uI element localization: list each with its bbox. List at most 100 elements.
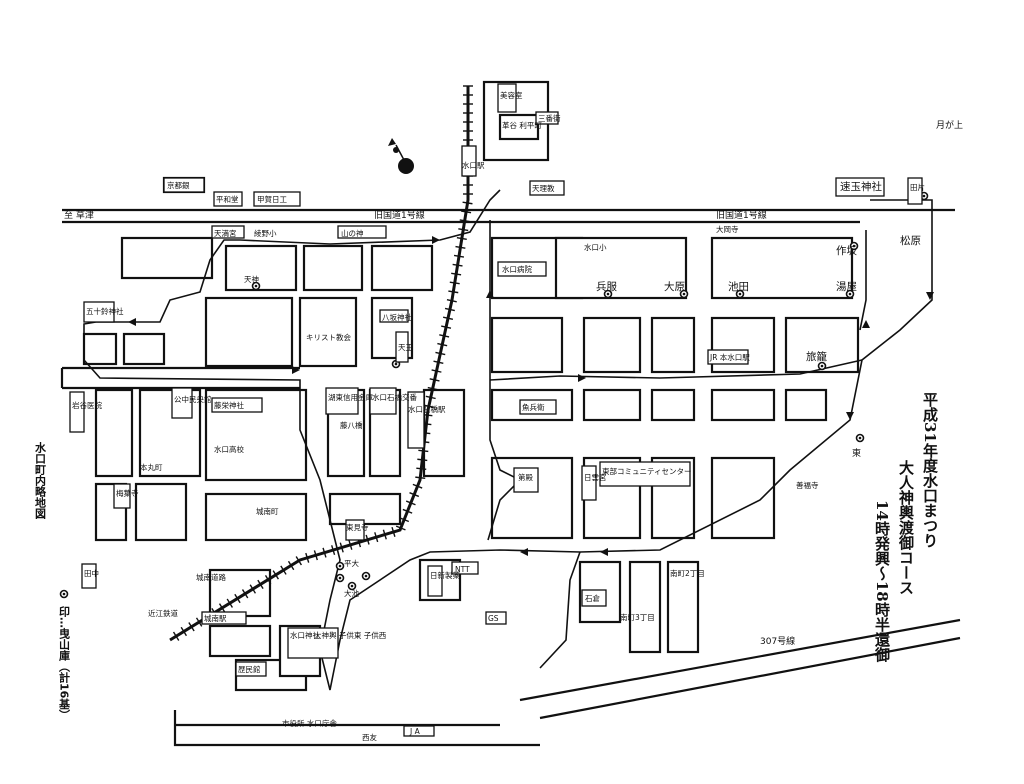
label-tanaka: 田中 [84,568,99,578]
rail-tie [188,622,195,632]
rail-tie [448,290,459,294]
label-kotoshinyou: 湖東信用金庫 [328,392,373,402]
title-line2: 大人神輿渡御コース [897,459,915,595]
rail-tie [437,342,448,347]
label-jonancho: 城南町 [256,506,279,516]
rail-tie [433,360,444,365]
procession-route [83,189,934,691]
rail-tie [272,570,280,580]
label-omi-tetsudo: 近江鉄道 [148,608,178,618]
label-heiwado: 平和堂 [216,194,239,204]
rail-tie [444,307,455,312]
rail-tie [365,534,370,545]
rail-tie [431,369,442,373]
label-mizukuchijinja: 水口神社 [290,630,320,640]
rail-tie [452,263,463,267]
rail-tie [442,316,454,321]
title-line1: 平成31年度水口まつり [921,392,939,548]
label-daiganji: 大岡寺 [716,224,739,234]
label-ishikura: 石倉 [585,593,600,603]
label-ja: J A [409,727,421,736]
label-kyotogin: 京都銀 [167,180,190,190]
rail-tie [313,550,318,561]
rail-tie [234,593,241,604]
label-honmarucho: 本丸町 [140,462,163,472]
label-sanbankai: 三番街 [538,113,561,123]
label-tenjin: 天神 [244,274,259,284]
label-to-kusatsu: 至 草津 [64,209,94,221]
label-sakusaka: 作坂 [836,245,857,257]
label-rekiminkan: 歴民館 [238,664,261,674]
label-nishi-tokyo: 第殿 [518,472,533,482]
rail-tie [249,584,257,594]
rail-tie [441,325,452,329]
label-east: 東 [852,447,861,459]
label-takeyoshi: 革谷 利平町 [502,120,542,130]
label-tenrikyo: 天理教 [532,183,555,193]
label-kouchuo: 公中民央館 [174,394,212,404]
rail-tie [455,245,466,249]
legend-heading: 水口町内略地図 [34,441,47,520]
label-tobucommu: 東部コミュニティセンター [602,466,692,476]
legend-key: 印…曳山庫（計16基） [58,606,72,721]
rail-tie [417,458,428,462]
label-yamanokami: 山の神 [341,228,364,238]
rail-tie [416,467,427,471]
rail-tie [241,589,249,599]
rail-tie [195,617,203,627]
label-heidai: 平大 [344,558,359,568]
label-station-minakuchi: 水口駅 [462,160,485,170]
rail-tie [461,210,472,214]
label-jonan-station: 城南駅 [204,613,227,623]
rail-tie [339,542,344,553]
rail-tie [409,492,420,498]
label-nishitomo: 西友 [362,732,377,742]
label-minakuchi-sho: 水口小 [584,242,607,252]
label-matsubara: 松原 [900,234,921,247]
label-minakuchi-byoin: 水口病院 [502,264,532,274]
label-ohashi: 大池 [344,588,359,598]
rail-tie [305,552,310,563]
label-yasaka: 八坂神社 [382,312,412,322]
rail-tie [458,228,469,232]
rail-tie [439,334,450,338]
rail-tie [226,598,234,608]
rail-tie [429,378,440,382]
rail-tie [257,579,264,589]
rail-tie [459,219,470,223]
rail-tie [395,525,406,531]
label-yuya: 湯屋 [836,281,857,293]
label-tagata: 田片 [910,182,925,192]
title-line3: 14時発興～18時半還御 [873,500,891,663]
rail-tie [453,254,465,258]
label-tenmangu: 天満宮 [214,228,237,238]
label-kyutokaido-east: 旧国道1号線 [716,209,767,221]
rail-tie [427,386,438,391]
rail-tie [449,281,460,285]
label-koga-nichiko: 甲賀日工 [257,194,287,204]
label-jr-minakuchi: JR 本水口駅 [709,352,750,362]
road-network [60,208,961,747]
rail-tie [287,560,295,571]
label-hayatama: 速玉神社 [840,180,882,193]
label-tenno: 天王 [398,343,413,352]
label-route307: 307号線 [760,635,795,647]
label-hatago: 旅籠 [806,350,827,363]
north-compass-icon [388,138,414,174]
rail-tie [446,298,457,303]
rail-tie [391,526,396,537]
rail-tie [218,603,226,613]
rail-tie [399,517,410,523]
label-ojimikoshi: 大神輿 子供東 子供西 [314,630,387,640]
rail-tie [456,237,467,240]
label-minakuchi-koko: 水口高校 [214,444,244,454]
rail-tie [425,395,436,400]
rail-tie [415,476,426,479]
label-zenpukuji: 善福寺 [796,480,819,490]
rail-tie [172,631,180,641]
map-title: 平成31年度水口まつり 大人神輿渡御コース 14時発興～18時半還御 [873,392,939,663]
rail-tie [322,547,327,558]
rail-tie [451,272,462,276]
label-shiyakusho: 市役所 水口庁舎 [282,718,337,728]
label-fujieisha: 藤栄神社 [214,400,244,410]
